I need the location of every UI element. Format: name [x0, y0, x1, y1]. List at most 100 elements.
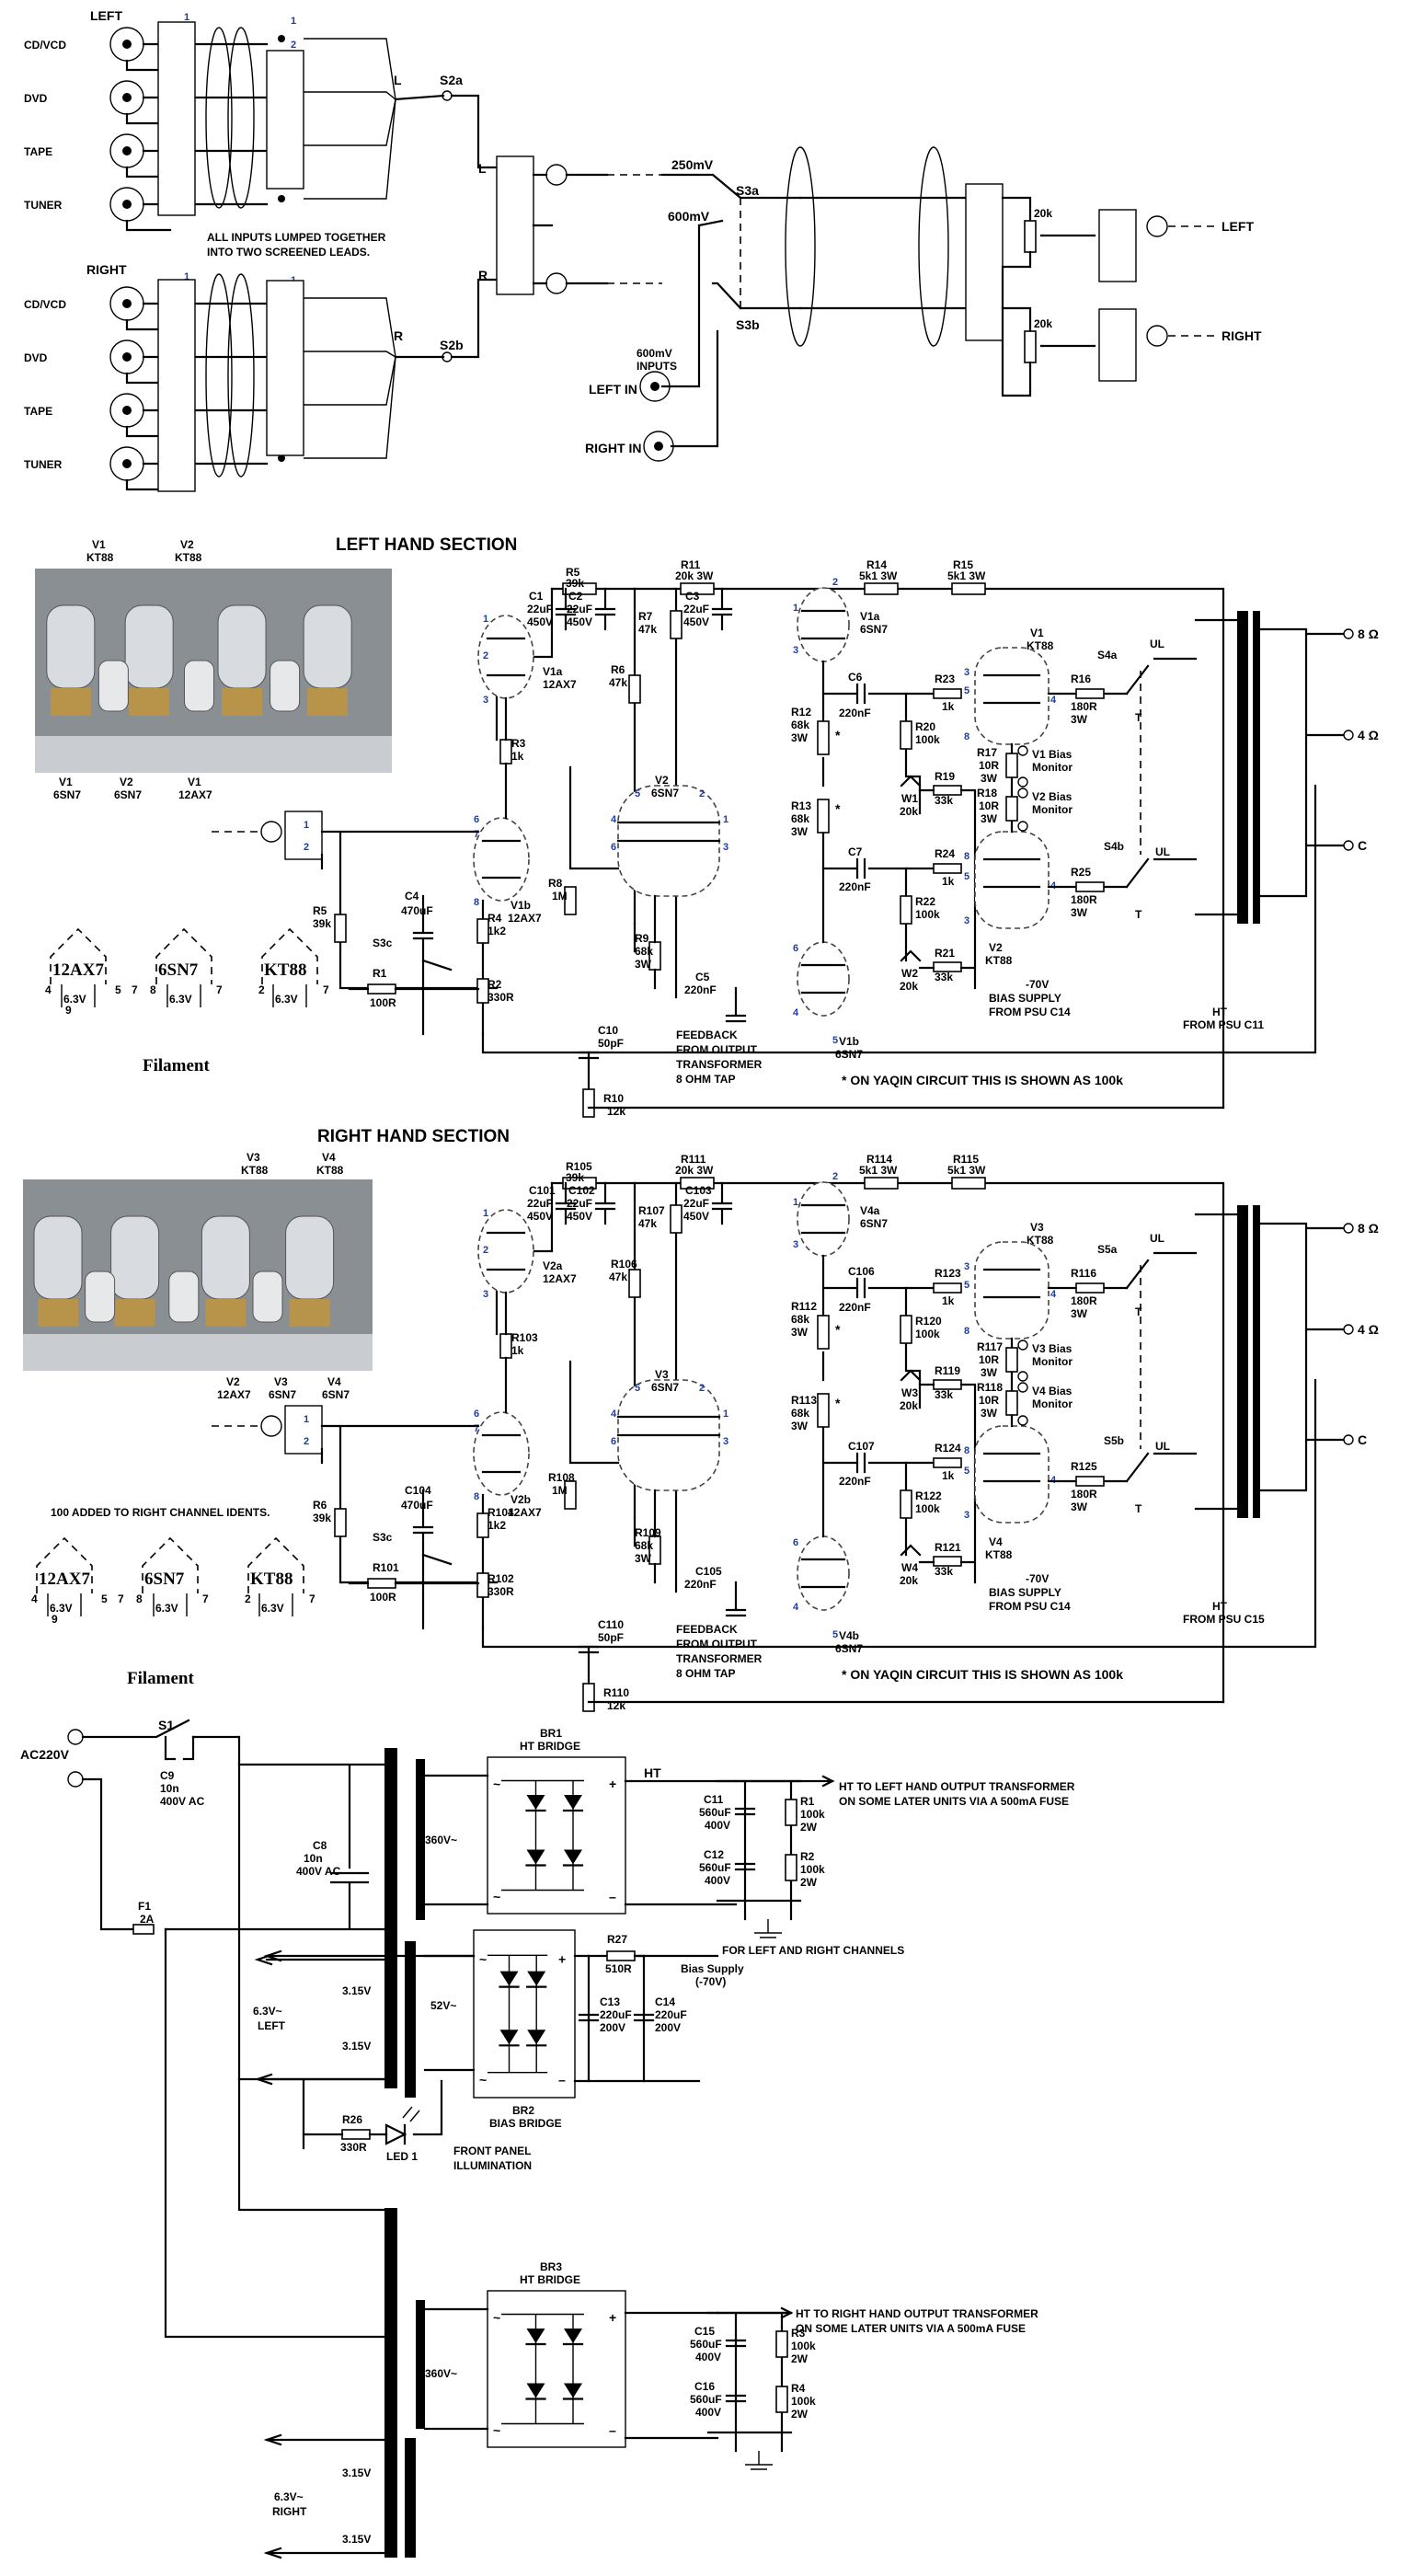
r13-name: R13 — [791, 799, 811, 812]
filament-tube-label: 12AX7 — [39, 1570, 90, 1589]
pin-label: 7 — [132, 983, 138, 996]
br3-box — [487, 2290, 626, 2448]
r11-resistor — [680, 1177, 715, 1190]
pin-number: 5 — [964, 871, 969, 882]
f1-name: F1 — [138, 1900, 151, 1913]
inputs-600-line1: 600mV — [637, 347, 672, 360]
r21-name: R21 — [935, 947, 955, 960]
bias-cap-name: C13 — [600, 1995, 620, 2008]
r21-value: 33k — [935, 971, 953, 983]
v1b-12ax7-type: 12AX7 — [508, 912, 542, 925]
pin-label: 8 — [150, 983, 156, 996]
pin-number: 3 — [964, 1261, 969, 1272]
r16-name: R116 — [1071, 1267, 1096, 1280]
r17-rating: 3W — [981, 1366, 998, 1379]
asterisk-note-mark: * — [835, 801, 841, 816]
r8-name: R8 — [548, 877, 563, 890]
lp-top-0a: V1 — [92, 538, 106, 551]
pin-number: 3 — [964, 1510, 969, 1521]
r18-resistor — [1005, 1390, 1018, 1416]
c9-value: 10n — [160, 1782, 179, 1795]
ht-left-arrow — [734, 1775, 835, 1788]
test-point-icon — [1017, 788, 1028, 799]
wire — [125, 96, 269, 125]
rgrid-name: R5 — [313, 904, 327, 917]
pin-number: 1 — [723, 814, 728, 825]
r4-resistor — [476, 1512, 489, 1538]
input-jack-label: TAPE — [24, 145, 52, 158]
small-tube-photo — [168, 1271, 200, 1323]
r4-value: 1k2 — [488, 1519, 506, 1532]
wire — [653, 1489, 747, 1617]
w2-name: W2 — [901, 967, 918, 980]
kt88-tube-photo — [217, 604, 267, 689]
tube-base-photo — [129, 688, 170, 716]
level-600-label: 600mV — [668, 209, 710, 224]
test-point-icon — [1017, 1371, 1028, 1382]
r22-resistor — [900, 895, 912, 925]
rp-bot-1a: V3 — [274, 1375, 288, 1388]
r9-value: 68k — [635, 1539, 653, 1552]
r6-resistor — [628, 674, 641, 704]
input-selector-section: LEFT RIGHT CD/VCDDVDTAPETUNER1122334455 … — [24, 8, 1262, 492]
r16-resistor — [1075, 1282, 1105, 1294]
input-socket — [284, 1405, 323, 1455]
r25-value: 180R — [1071, 1488, 1097, 1501]
wire — [578, 1645, 600, 1654]
wire — [653, 894, 747, 1023]
pin-number: 1 — [184, 271, 189, 282]
diode-icon — [564, 1795, 582, 1810]
pin-number: 5 — [832, 1035, 838, 1046]
minus-mark: – — [558, 2072, 566, 2087]
v2-kt88-tube — [974, 1425, 1050, 1524]
input-jack-label: CD/VCD — [24, 298, 66, 311]
r25-rating: 3W — [1071, 906, 1088, 919]
r15-value: 5k1 3W — [947, 1164, 986, 1177]
r13-rating: 3W — [791, 825, 809, 838]
lp-bot-0b: 6SN7 — [53, 788, 81, 801]
wire — [304, 98, 396, 200]
screened-lead-ellipse — [918, 146, 949, 347]
wire — [550, 1181, 1225, 1704]
input-left-label: LEFT — [90, 8, 122, 23]
v1a-12ax7-name: V2a — [543, 1259, 563, 1272]
kt88-tube-photo — [33, 1215, 83, 1300]
cap-value: 22uF — [527, 1197, 553, 1210]
tube-base-photo — [307, 688, 349, 716]
led-wire — [302, 2079, 443, 2136]
output-transformer-core — [1237, 611, 1248, 924]
level-250-label: 250mV — [671, 157, 714, 172]
speaker-tap-label: C — [1358, 838, 1367, 853]
right-photo-tubes — [23, 1215, 373, 1371]
pin-number: 8 — [474, 1491, 479, 1502]
pin-number: 8 — [474, 897, 479, 908]
diode-icon — [499, 2030, 519, 2045]
feedback-text: 8 OHM TAP — [676, 1667, 735, 1680]
w1-value: 20k — [900, 1399, 918, 1412]
r15-resistor — [951, 582, 986, 595]
c7-name: C107 — [848, 1440, 875, 1453]
pin-label: 7 — [323, 983, 329, 996]
r6-name: R6 — [611, 663, 625, 676]
rgrid-value: 39k — [313, 1512, 331, 1524]
cap-value: 22uF — [567, 1197, 592, 1210]
right-section-title: RIGHT HAND SECTION — [317, 1127, 510, 1146]
r15-resistor — [951, 1177, 986, 1190]
r17-resistor — [1005, 1347, 1018, 1373]
rgrid-name: R6 — [313, 1499, 327, 1512]
r22-value: 100k — [915, 908, 940, 921]
w2-value: 20k — [900, 980, 918, 993]
w2-value: 20k — [900, 1574, 918, 1587]
speaker-tap-label: 4 Ω — [1358, 728, 1379, 742]
r22-name: R122 — [915, 1489, 942, 1502]
mains-terminal-icon — [67, 1729, 84, 1745]
bleeder-rating: 2W — [800, 1876, 818, 1889]
diode-icon — [527, 2030, 546, 2045]
pin-number: 6 — [474, 814, 479, 825]
filament-title-left: Filament — [143, 1056, 210, 1075]
ac-mark: ~ — [493, 1777, 500, 1791]
r8-name: R108 — [548, 1471, 575, 1484]
r19-name: R119 — [935, 1364, 960, 1377]
c7-name: C7 — [848, 845, 863, 858]
